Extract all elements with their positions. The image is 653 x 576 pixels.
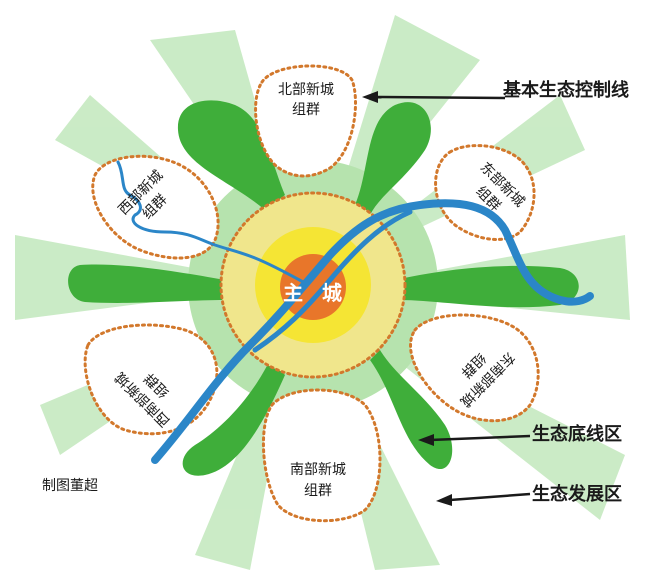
main-river [151, 199, 594, 464]
callout-arrowhead-control-line [362, 91, 378, 103]
callout-arrow-development [449, 492, 531, 502]
callout-development-zone: 生态发展区 [532, 483, 622, 505]
map-credit: 制图董超 [42, 478, 98, 494]
core-label-char1: 主 [283, 281, 303, 305]
cluster-south-boundary [262, 388, 382, 523]
cluster-south-label-line2: 组群 [304, 483, 332, 499]
callout-arrows [362, 91, 531, 506]
cluster-south-label-line1: 南部新城 [290, 462, 346, 478]
callout-arrowhead-development [436, 494, 452, 506]
callout-arrow-baseline [429, 434, 531, 442]
cluster-north-label-line1: 北部新城 [278, 82, 334, 98]
cluster-southeast-boundary [409, 313, 540, 423]
cluster-southwest-boundary [83, 323, 219, 436]
callout-basic-control-line: 基本生态控制线 [502, 79, 629, 101]
main-river-branch [252, 209, 413, 353]
cluster-north-label-line2: 组群 [292, 102, 320, 118]
tributary-west [116, 160, 307, 285]
baseline-wedge-west [68, 264, 225, 303]
baseline-wedge-east [395, 265, 579, 308]
cluster-north-boundary [254, 64, 358, 178]
callout-arrowhead-baseline [418, 434, 434, 446]
core-label-char2: 城 [322, 281, 342, 305]
callout-baseline-zone: 生态底线区 [532, 423, 622, 445]
baseline-wedge-south-left [182, 360, 285, 476]
callout-arrow-control-line [374, 95, 506, 100]
core-inner-circle [280, 254, 346, 320]
rivers [116, 160, 594, 464]
baseline-wedge-north-right [355, 102, 431, 215]
